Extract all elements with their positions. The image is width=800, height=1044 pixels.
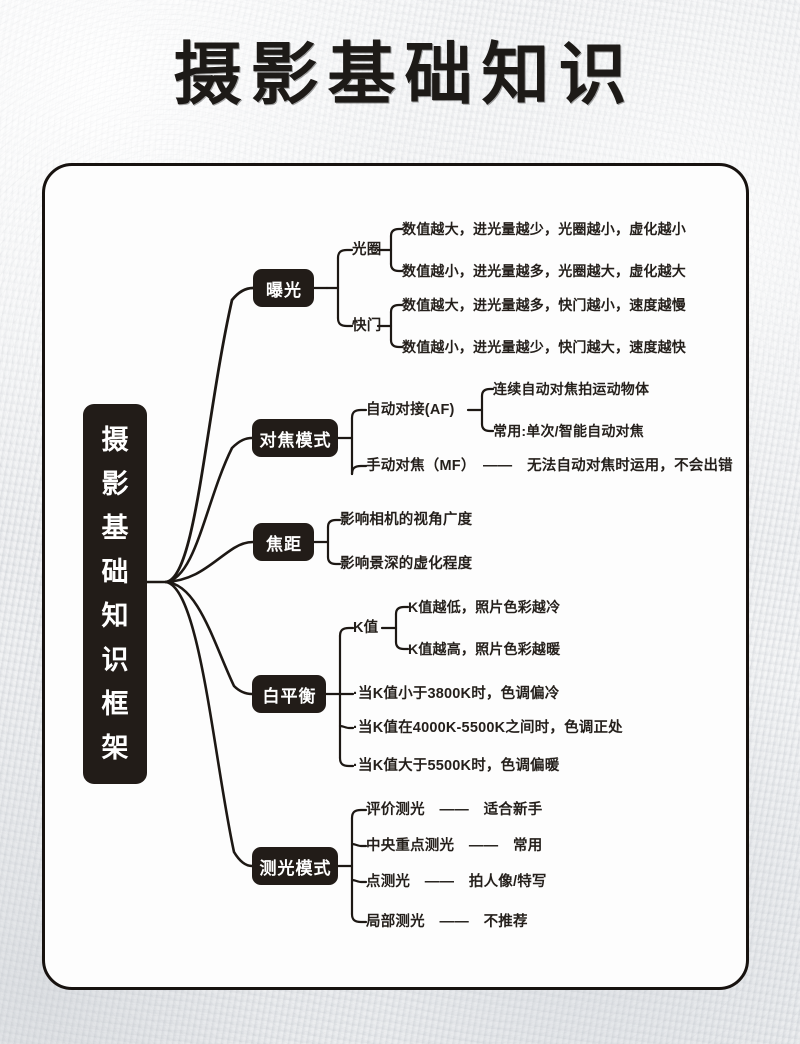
root-char: 摄 [101,425,129,455]
root-char: 框 [101,689,129,719]
leaf-focal-length-2[interactable]: 影响景深的虚化程度 [340,556,473,572]
root-node[interactable]: 摄 影 基 础 知 识 框 架 [83,404,147,784]
leaf-autofocus-2[interactable]: 常用:单次/智能自动对焦 [493,423,644,439]
leaf-white-balance-cool[interactable]: ·当K值小于3800K时，色调偏冷 [353,686,560,702]
root-char: 知 [101,601,129,631]
leaf-shutter-2[interactable]: 数值越小，进光量越少，快门越大，速度越快 [402,339,686,355]
leaf-shutter-1[interactable]: 数值越大，进光量越多，快门越小，速度越慢 [402,297,686,313]
subnode-shutter[interactable]: 快门 [352,318,382,334]
leaf-metering-partial[interactable]: 局部测光 —— 不推荐 [366,914,528,930]
leaf-focal-length-1[interactable]: 影响相机的视角广度 [340,512,473,528]
branch-node-white-balance[interactable]: 白平衡 [252,675,326,713]
leaf-metering-spot[interactable]: 点测光 —— 拍人像/特写 [366,874,547,890]
subnode-manual-focus[interactable]: 手动对焦（MF） —— 无法自动对焦时运用，不会出错 [366,458,733,474]
leaf-aperture-2[interactable]: 数值越小，进光量越多，光圈越大，虚化越大 [402,263,686,279]
branch-node-exposure[interactable]: 曝光 [253,269,314,307]
leaf-white-balance-warm[interactable]: ·当K值大于5500K时，色调偏暖 [353,758,560,774]
leaf-autofocus-1[interactable]: 连续自动对焦拍运动物体 [493,381,650,397]
subnode-k-value[interactable]: K值 [353,620,379,636]
mindmap-panel [42,163,749,990]
root-char: 础 [101,557,129,587]
page-title: 摄影基础知识 [173,37,636,113]
leaf-k-value-2[interactable]: K值越高，照片色彩越暖 [408,641,561,657]
root-char: 基 [101,513,129,543]
root-char: 影 [101,469,129,499]
branch-node-focus-mode[interactable]: 对焦模式 [252,419,338,457]
branch-node-metering-mode[interactable]: 测光模式 [252,847,338,885]
root-char: 架 [101,733,129,763]
leaf-metering-evaluative[interactable]: 评价测光 —— 适合新手 [366,802,543,818]
leaf-k-value-1[interactable]: K值越低，照片色彩越冷 [408,599,561,615]
root-char: 识 [101,645,129,675]
subnode-autofocus[interactable]: 自动对接(AF) [366,402,455,418]
branch-node-focal-length[interactable]: 焦距 [253,523,314,561]
leaf-white-balance-neutral[interactable]: ·当K值在4000K-5500K之间时，色调正处 [353,720,623,736]
subnode-aperture[interactable]: 光圈 [352,242,382,258]
leaf-aperture-1[interactable]: 数值越大，进光量越少，光圈越小，虚化越小 [402,221,686,237]
leaf-metering-center-weighted[interactable]: 中央重点测光 —— 常用 [366,838,543,854]
